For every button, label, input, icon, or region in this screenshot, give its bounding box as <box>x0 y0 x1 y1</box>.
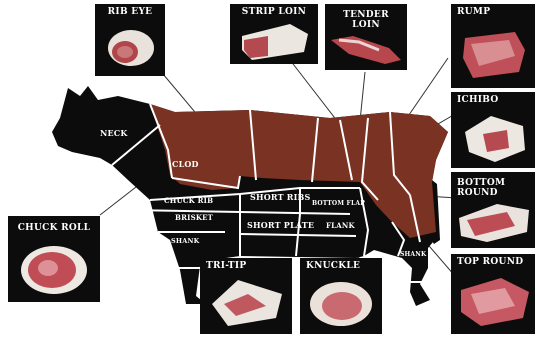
top-round-image <box>457 272 531 330</box>
tri-tip-image <box>208 274 286 330</box>
strip-loin-panel: STRIP LOIN <box>230 4 318 64</box>
bottom-round-title-line2: ROUND <box>457 188 535 198</box>
chuck-rib-label: CHUCK RIB <box>164 196 213 205</box>
clod-label: CLOD <box>172 159 199 169</box>
flank-label: FLANK <box>326 221 356 230</box>
rump-title: RUMP <box>457 7 535 17</box>
ichibo-image <box>461 112 529 164</box>
brisket-label: BRISKET <box>175 213 214 222</box>
strip-loin-title: STRIP LOIN <box>230 7 318 17</box>
bottom-round-image <box>457 200 531 244</box>
rump-panel: RUMP <box>451 4 535 88</box>
tender-loin-title-line1: TENDER <box>325 10 407 20</box>
short-plate-label: SHORT PLATE <box>247 220 314 230</box>
strip-loin-image <box>238 20 310 62</box>
neck-label: NECK <box>100 128 128 138</box>
top-round-panel: TOP ROUND <box>451 254 535 334</box>
knuckle-image <box>306 276 376 330</box>
knuckle-panel: KNUCKLE <box>300 258 382 334</box>
knuckle-title: KNUCKLE <box>306 261 382 271</box>
chuck-roll-panel: CHUCK ROLL <box>8 216 100 302</box>
top-round-title: TOP ROUND <box>457 257 535 267</box>
bottom-round-title-line1: BOTTOM <box>457 178 535 188</box>
rump-image <box>459 26 529 82</box>
shank-front-label: SHANK <box>171 237 200 245</box>
rib-eye-panel: RIB EYE <box>95 4 165 76</box>
shank-rear-label: SHANK <box>400 251 427 258</box>
tri-tip-title: TRI-TIP <box>206 261 292 271</box>
bottom-round-panel: BOTTOM ROUND <box>451 172 535 248</box>
tri-tip-panel: TRI-TIP <box>200 258 292 334</box>
short-ribs-label: SHORT RIBS <box>250 192 311 202</box>
rib-eye-title: RIB EYE <box>95 7 165 17</box>
chuck-roll-title: CHUCK ROLL <box>8 223 100 233</box>
bottom-flap-label: BOTTOM FLAP <box>312 200 365 207</box>
ichibo-title: ICHIBO <box>457 95 535 105</box>
ichibo-panel: ICHIBO <box>451 92 535 168</box>
chuck-roll-image <box>18 242 92 298</box>
tender-loin-panel: TENDER LOIN <box>325 4 407 70</box>
tender-loin-title-line2: LOIN <box>325 20 407 30</box>
rib-eye-image <box>105 20 157 72</box>
tender-loin-image <box>329 30 403 68</box>
